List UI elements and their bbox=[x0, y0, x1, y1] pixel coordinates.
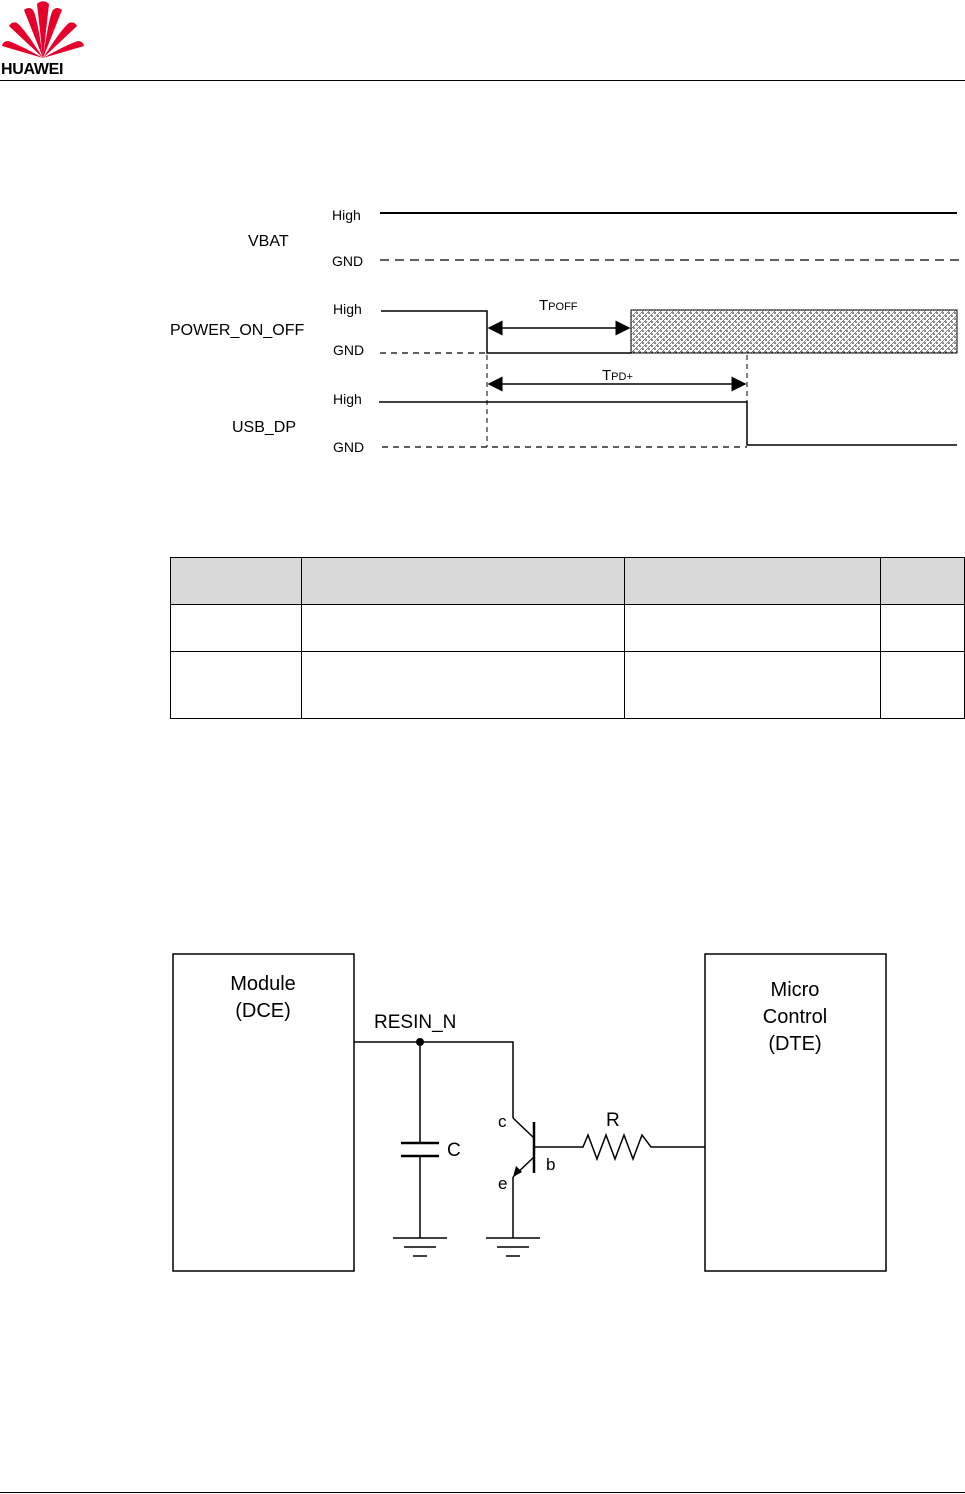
mcu-label-line3: (DTE) bbox=[768, 1033, 821, 1055]
signal-name-vbat: VBAT bbox=[248, 233, 289, 250]
module-label: Module bbox=[230, 973, 296, 995]
table-header-cell bbox=[170, 557, 302, 605]
signal-name-usb-dp: USB_DP bbox=[232, 419, 296, 436]
table-header-row bbox=[170, 557, 965, 605]
vbat-high-label: High bbox=[332, 207, 361, 223]
huawei-flower-icon bbox=[2, 1, 84, 59]
huawei-logo: HUAWEI bbox=[0, 0, 86, 80]
resistor-label: R bbox=[606, 1110, 620, 1131]
table-cell bbox=[880, 651, 965, 719]
table-cell bbox=[880, 604, 965, 652]
tpd-label: TPD+ bbox=[602, 367, 633, 384]
tpoff-label: TPOFF bbox=[539, 297, 578, 314]
vbat-gnd-label: GND bbox=[332, 253, 363, 269]
table-header-cell bbox=[301, 557, 625, 605]
module-dce-box bbox=[172, 953, 355, 1272]
table-cell bbox=[624, 651, 881, 719]
collector-label: c bbox=[498, 1112, 507, 1131]
signal-name-power-on-off: POWER_ON_OFF bbox=[170, 322, 304, 339]
mcu-label-line1: Micro bbox=[771, 979, 820, 1001]
ground-icon bbox=[486, 1237, 540, 1257]
usb-dp-high-label: High bbox=[333, 391, 362, 407]
header-rule bbox=[0, 80, 965, 81]
power-on-off-high-label: High bbox=[333, 301, 362, 317]
power-on-off-gnd-label: GND bbox=[333, 342, 364, 358]
footer-rule bbox=[0, 1492, 965, 1493]
table-header-cell bbox=[880, 557, 965, 605]
resistor-r bbox=[534, 1132, 705, 1162]
power-on-off-dont-care-region bbox=[630, 309, 958, 354]
capacitor-label: C bbox=[447, 1140, 461, 1161]
huawei-wordmark: HUAWEI bbox=[1, 61, 64, 78]
usb-dp-gnd-label: GND bbox=[333, 439, 364, 455]
usb-dp-waveform bbox=[379, 401, 957, 446]
transistor-collector bbox=[512, 1117, 535, 1139]
resin-n-wire bbox=[354, 1041, 514, 1118]
table-cell bbox=[170, 604, 302, 652]
mcu-label-line2: Control bbox=[763, 1006, 827, 1028]
timing-parameter-table bbox=[170, 557, 965, 719]
module-dce-label: (DCE) bbox=[235, 1000, 291, 1022]
resin-n-label: RESIN_N bbox=[374, 1012, 456, 1033]
table-cell bbox=[301, 651, 625, 719]
base-label: b bbox=[546, 1155, 555, 1174]
table-header-cell bbox=[624, 557, 881, 605]
table-row bbox=[170, 604, 965, 652]
ground-icon bbox=[393, 1237, 447, 1257]
reset-circuit-diagram: Module (DCE) Micro Control (DTE) RESIN_N… bbox=[172, 953, 887, 1272]
table-row bbox=[170, 651, 965, 719]
power-on-off-waveform bbox=[381, 310, 631, 354]
table-cell bbox=[624, 604, 881, 652]
table-cell bbox=[170, 651, 302, 719]
emitter-arrow-icon bbox=[513, 1166, 522, 1177]
emitter-label: e bbox=[498, 1174, 507, 1193]
micro-control-dte-box bbox=[704, 953, 887, 1272]
table-cell bbox=[301, 604, 625, 652]
power-off-timing-diagram: VBAT High GND POWER_ON_OFF High GND TPOF… bbox=[170, 207, 960, 455]
